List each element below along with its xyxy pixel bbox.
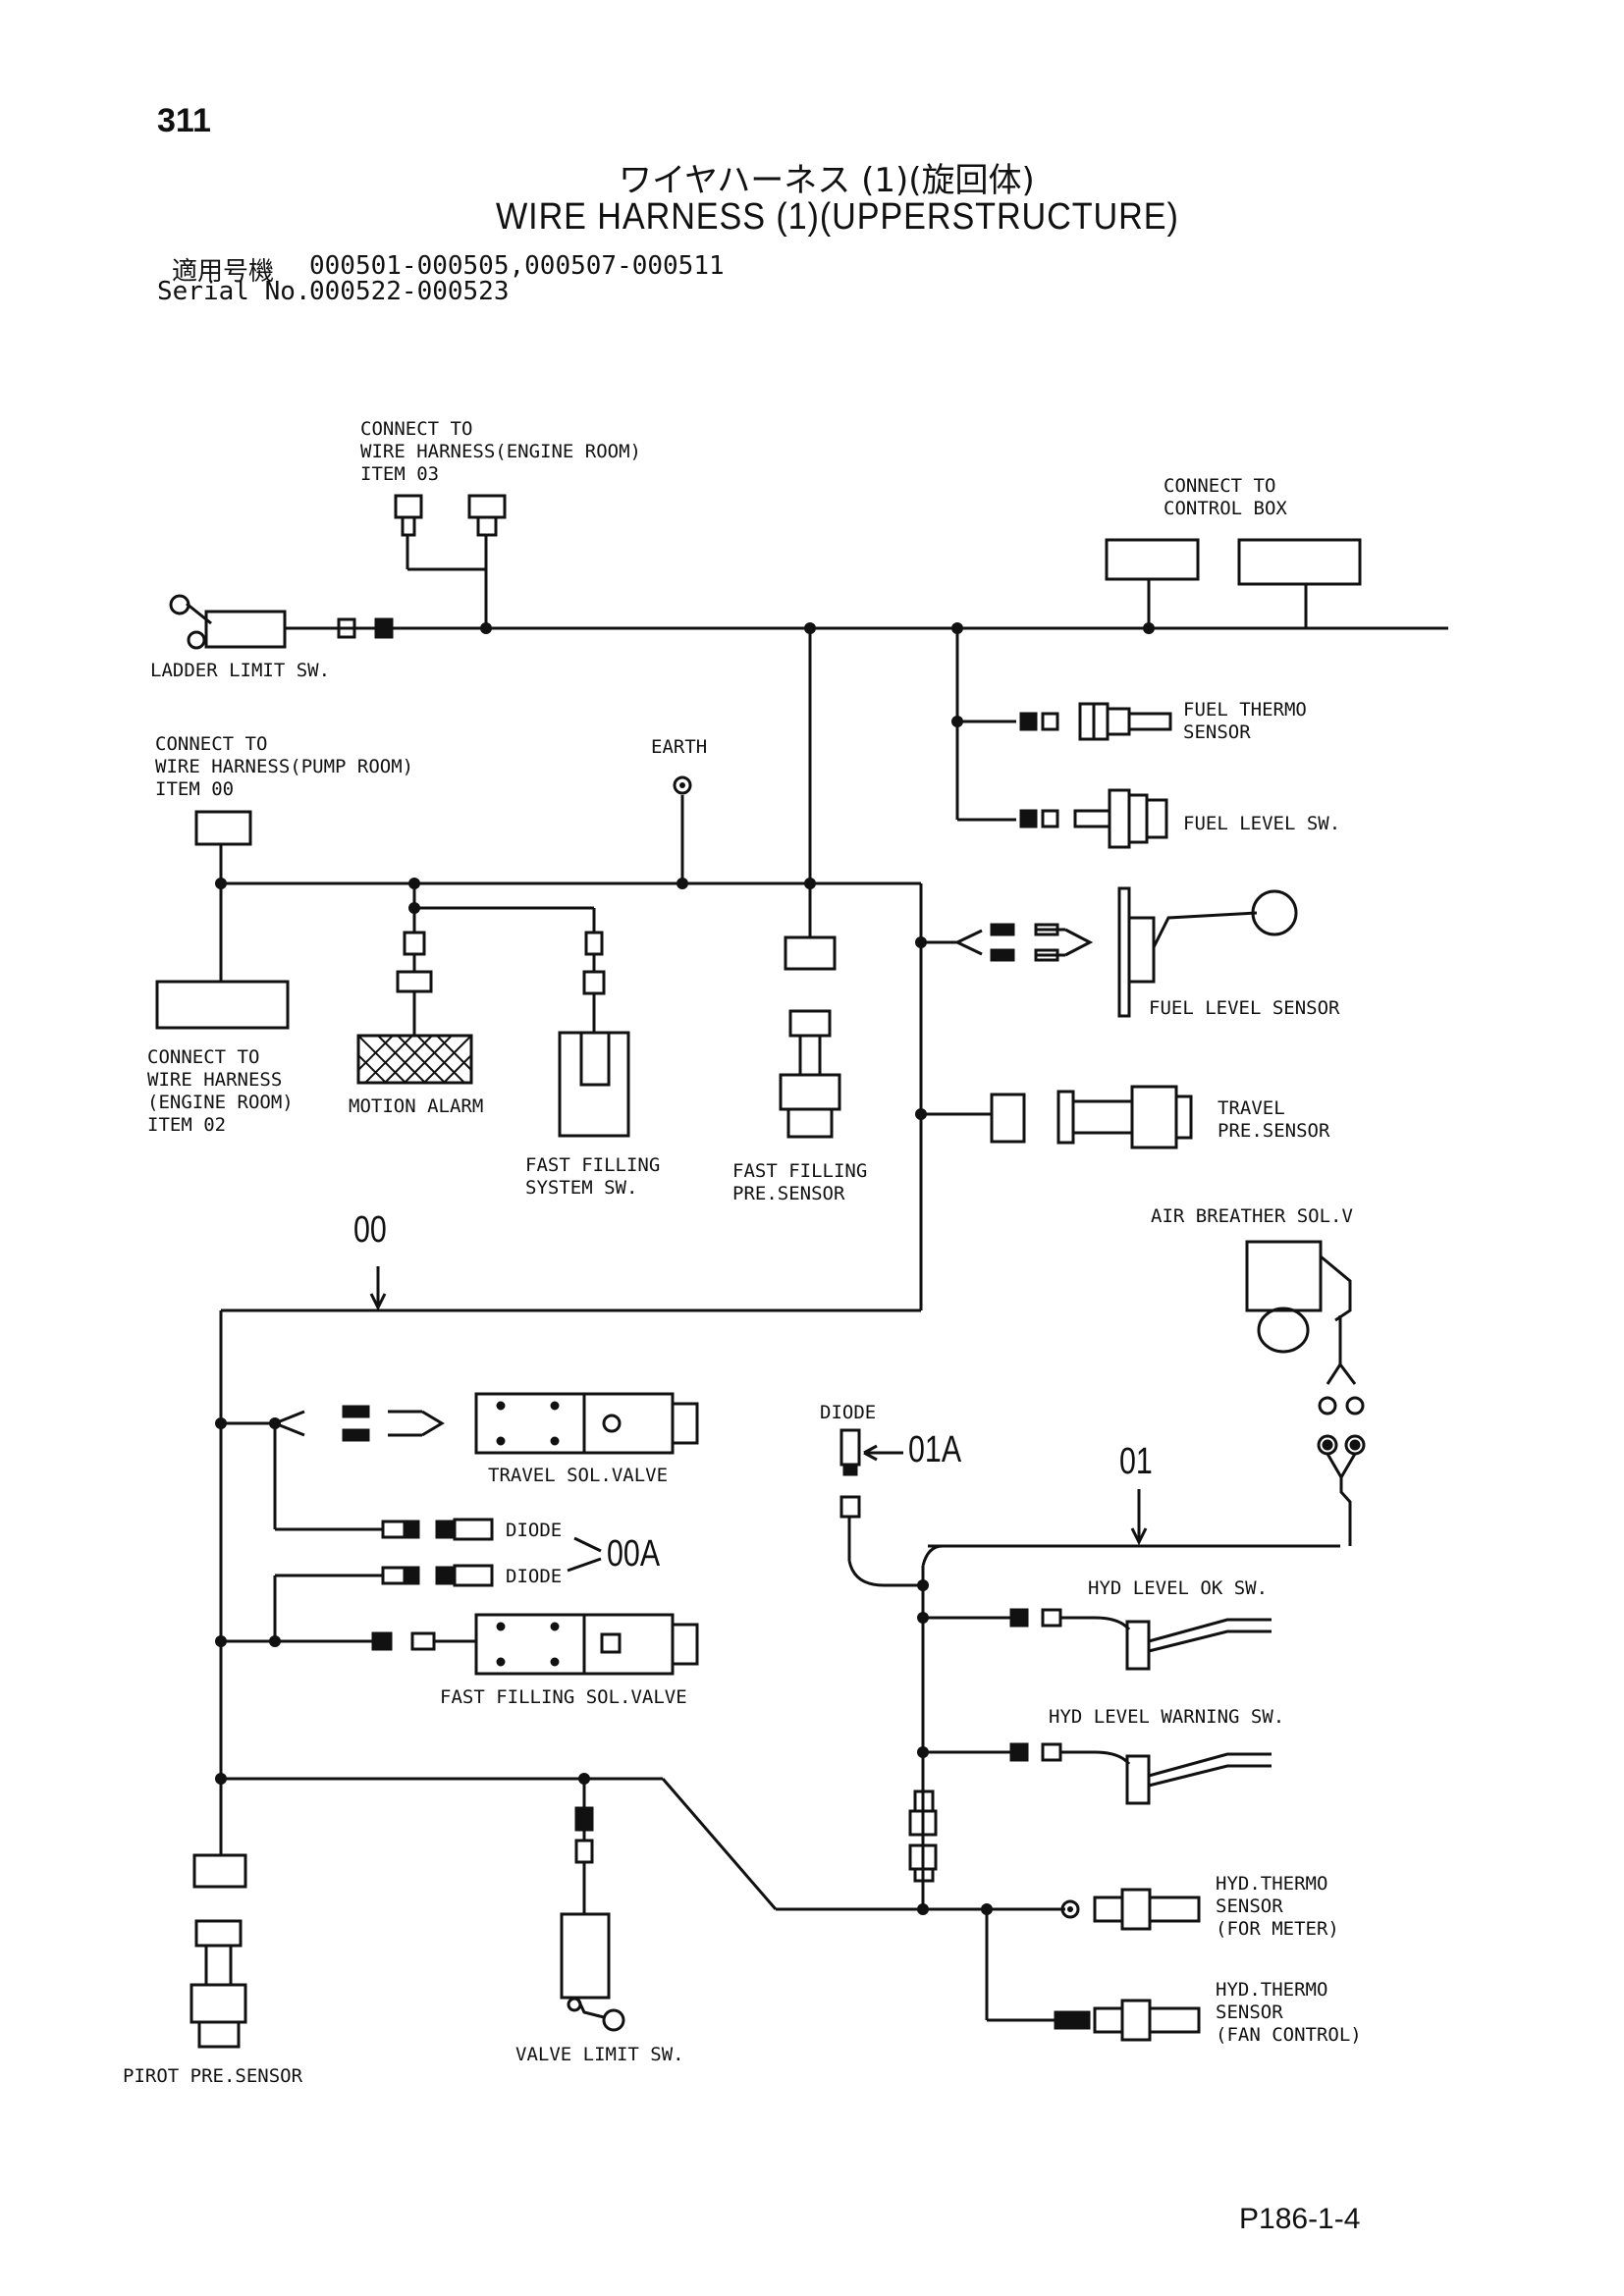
label-air-breather-sol-v: AIR BREATHER SOL.V <box>1151 1205 1353 1227</box>
callout-01a: 01A <box>908 1429 962 1470</box>
connector-engine-room-02 <box>155 980 290 1030</box>
label-fuel-thermo-sensor: FUEL THERMO SENSOR <box>1183 699 1307 743</box>
fast-filling-pre-sensor <box>779 935 841 1139</box>
label-connect-engine-room-03: CONNECT TO WIRE HARNESS(ENGINE ROOM) ITE… <box>360 418 641 485</box>
label-connect-engine-room-02: CONNECT TO WIRE HARNESS (ENGINE ROOM) IT… <box>147 1046 294 1136</box>
hyd-thermo-sensor-fan <box>1054 1999 1201 2042</box>
fuel-level-sensor <box>956 886 1298 1018</box>
fuel-level-switch <box>1019 788 1168 849</box>
label-hyd-thermo-fan: HYD.THERMO SENSOR (FAN CONTROL) <box>1216 1979 1362 2046</box>
serial-label-en: Serial No. <box>157 277 311 306</box>
hyd-level-ok-switch <box>1009 1608 1272 1671</box>
label-fast-filling-system-sw: FAST FILLING SYSTEM SW. <box>525 1154 661 1199</box>
diode-00a-upper <box>381 1518 494 1541</box>
motion-alarm <box>356 931 473 1085</box>
fast-filling-system-switch <box>558 931 630 1138</box>
harness-00-wires <box>219 1308 1065 1911</box>
label-hyd-level-ok-sw: HYD LEVEL OK SW. <box>1088 1577 1269 1599</box>
label-diode-2: DIODE <box>506 1566 563 1587</box>
label-diode-1: DIODE <box>506 1520 563 1541</box>
harness-01-junction-dots <box>917 1579 993 1915</box>
earth-terminal <box>673 775 692 795</box>
label-earth: EARTH <box>651 736 708 758</box>
top-junction-dots <box>480 622 1155 727</box>
hyd-level-warning-switch <box>1009 1742 1272 1805</box>
serial-values-2: 000522-000523 <box>309 277 510 306</box>
label-motion-alarm: MOTION ALARM <box>349 1095 484 1117</box>
harness-01-wires <box>847 1517 1340 2022</box>
arrow-00 <box>369 1266 387 1311</box>
title-english: WIRE HARNESS (1)(UPPERSTRUCTURE) <box>496 196 1179 238</box>
label-diode-3: DIODE <box>820 1402 877 1423</box>
fast-filling-sol-valve <box>371 1613 699 1676</box>
label-fuel-level-sensor: FUEL LEVEL SENSOR <box>1149 997 1340 1019</box>
middle-harness-wires <box>219 795 992 1310</box>
air-breather-sol-valve <box>1245 1240 1366 1546</box>
callout-00: 00 <box>353 1209 387 1251</box>
label-connect-pump-room-00: CONNECT TO WIRE HARNESS(PUMP ROOM) ITEM … <box>155 733 414 800</box>
arrow-01 <box>1130 1489 1148 1546</box>
travel-sol-valve <box>274 1392 699 1455</box>
label-connect-control-box: CONNECT TO CONTROL BOX <box>1164 475 1287 519</box>
label-travel-sol-valve: TRAVEL SOL.VALVE <box>488 1465 669 1486</box>
callout-01: 01 <box>1119 1441 1153 1482</box>
diode-00a-lower <box>381 1564 494 1587</box>
connector-pump-room-00 <box>194 810 252 846</box>
label-pirot-pre-sensor: PIROT PRE.SENSOR <box>123 2065 303 2087</box>
label-hyd-thermo-meter: HYD.THERMO SENSOR (FOR METER) <box>1216 1873 1339 1940</box>
serial-values-1: 000501-000505,000507-000511 <box>309 251 725 281</box>
page-number: 311 <box>157 102 211 139</box>
title-japanese: ワイヤハーネス (1)(旋回体) <box>619 161 1035 200</box>
connector-engine-room-03-b <box>467 494 507 537</box>
label-fast-filling-pre-sensor: FAST FILLING PRE.SENSOR <box>732 1160 868 1204</box>
page-reference: P186-1-4 <box>1239 2203 1361 2235</box>
arrow-00a <box>567 1536 602 1573</box>
label-hyd-level-warning-sw: HYD LEVEL WARNING SW. <box>1049 1706 1285 1728</box>
pirot-pre-sensor <box>189 1853 247 2049</box>
harness-00-junction-dots <box>215 1417 590 1785</box>
travel-pre-sensor <box>990 1085 1193 1149</box>
label-fuel-level-sw: FUEL LEVEL SW. <box>1183 813 1341 834</box>
valve-limit-switch <box>560 1806 625 2032</box>
connector-engine-room-03-a <box>394 494 423 537</box>
label-fast-filling-sol-valve: FAST FILLING SOL.VALVE <box>440 1686 687 1708</box>
label-ladder-limit-sw: LADDER LIMIT SW. <box>150 660 331 681</box>
fuel-thermo-sensor <box>1019 702 1172 741</box>
label-valve-limit-sw: VALVE LIMIT SW. <box>515 2044 684 2065</box>
callout-00a: 00A <box>607 1533 661 1575</box>
middle-junction-dots <box>215 878 927 1120</box>
diode-01a <box>839 1428 903 1519</box>
control-box-a <box>1105 538 1200 581</box>
serial-label-jp: 適用号機 <box>172 257 275 287</box>
hyd-thermo-sensor-meter <box>1060 1888 1201 1931</box>
label-travel-pre-sensor: TRAVEL PRE.SENSOR <box>1218 1097 1330 1142</box>
control-box-b <box>1237 538 1362 586</box>
ladder-limit-switch <box>169 594 394 650</box>
connector-01-inline <box>908 1789 938 1883</box>
